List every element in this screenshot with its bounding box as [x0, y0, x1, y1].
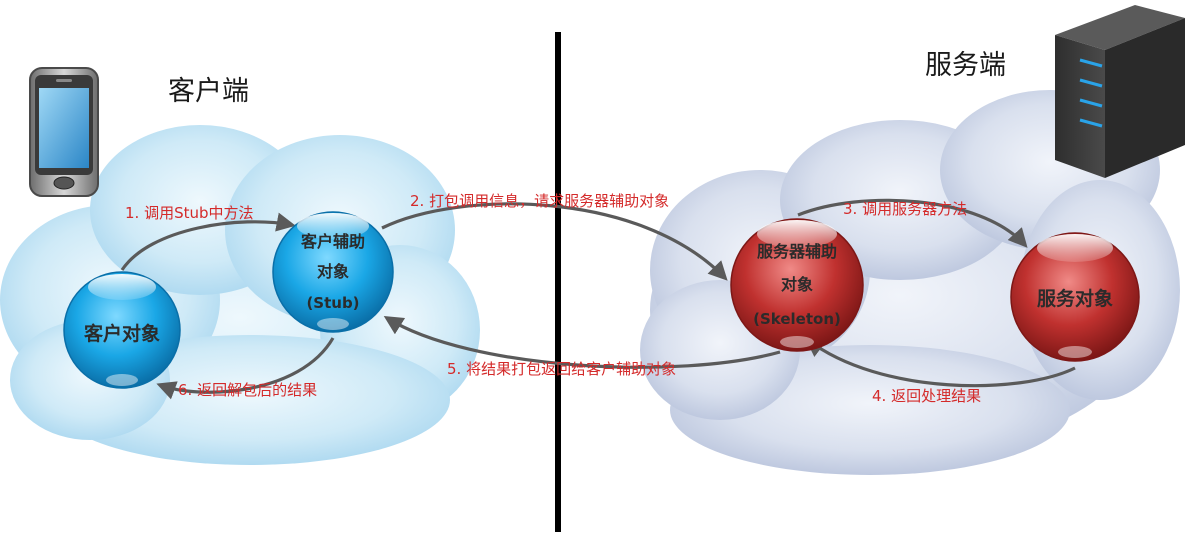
step-label-4: 4. 返回处理结果	[872, 387, 981, 405]
step-label-6: 6. 返回解包后的结果	[178, 381, 317, 399]
arrow-step-3	[797, 198, 1028, 248]
service-object-node: 服务对象	[1010, 232, 1140, 362]
flow-arrows	[120, 198, 1076, 400]
server-tower-icon	[1055, 5, 1185, 178]
step-label-1: 1. 调用Stub中方法	[125, 204, 254, 222]
arrow-step-1	[120, 212, 296, 271]
stub-label-line1: 客户辅助	[301, 232, 365, 251]
client-object-label: 客户对象	[84, 322, 160, 345]
stub-label-line2: 对象	[317, 262, 349, 281]
skeleton-label-line3: (Skeleton)	[753, 310, 841, 328]
service-object-label: 服务对象	[1037, 287, 1113, 310]
skeleton-label-line2: 对象	[781, 275, 813, 294]
stub-label-line3: (Stub)	[306, 294, 359, 312]
step-label-3: 3. 调用服务器方法	[843, 200, 967, 218]
server-skeleton-node: 服务器辅助 对象 (Skeleton)	[730, 218, 864, 352]
arrow-step-6	[156, 337, 335, 400]
skeleton-label-line1: 服务器辅助	[757, 242, 837, 261]
mobile-phone-icon	[29, 67, 99, 197]
server-side-title: 服务端	[925, 50, 1006, 81]
client-object-node: 客户对象	[63, 271, 181, 389]
client-stub-node: 客户辅助 对象 (Stub)	[272, 211, 394, 333]
step-labels: 1. 调用Stub中方法 2. 打包调用信息，请求服务器辅助对象 3. 调用服务…	[125, 192, 981, 405]
step-label-2: 2. 打包调用信息，请求服务器辅助对象	[410, 192, 669, 210]
client-side-title: 客户端	[168, 76, 249, 107]
arrow-step-5	[383, 315, 781, 369]
arrow-step-2	[381, 202, 728, 281]
arrow-step-4	[804, 337, 1076, 388]
step-label-5: 5. 将结果打包返回给客户辅助对象	[447, 360, 676, 378]
